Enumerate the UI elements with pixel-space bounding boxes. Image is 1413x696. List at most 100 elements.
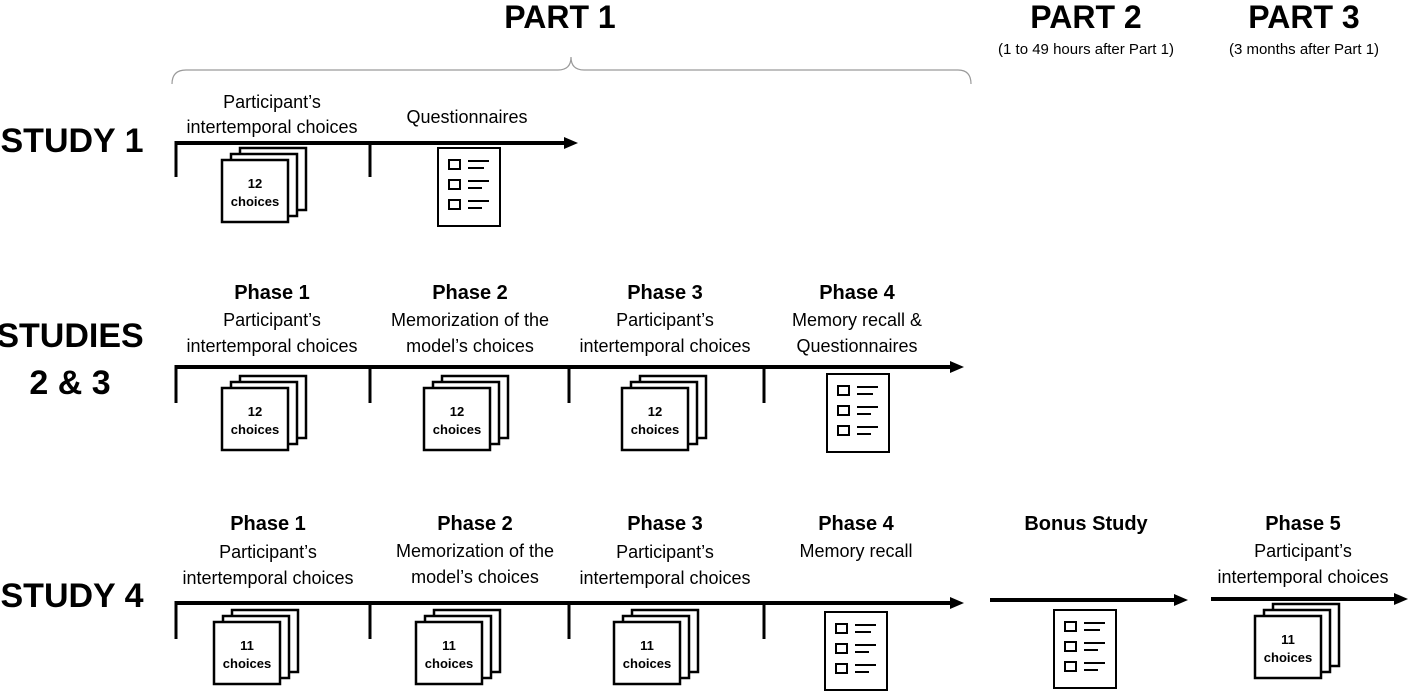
study-label: 2 & 3: [29, 364, 110, 402]
deck-unit: choices: [425, 656, 473, 671]
choice-card: [620, 386, 690, 452]
phase-segment: Participant’s intertemporal choices 12 choi…: [186, 92, 358, 224]
phase-description: Memorization of the: [396, 541, 554, 561]
choice-card: [1253, 614, 1323, 680]
phase-description: intertemporal choices: [186, 336, 357, 356]
phase-description: Participant’s: [1254, 541, 1352, 561]
checkbox-shape: [1064, 661, 1077, 672]
deck-count: 12: [248, 404, 262, 419]
questionnaire-document-icon: [437, 147, 501, 227]
study-label: STUDIES: [0, 317, 144, 355]
arrowhead-icon: [1394, 593, 1408, 605]
deck-unit: choices: [433, 422, 481, 437]
card-deck-icon: 12 choices: [220, 374, 308, 452]
phase-title: Bonus Study: [1024, 513, 1148, 535]
phase-description: intertemporal choices: [1217, 567, 1388, 587]
study-label: STUDY 1: [1, 122, 144, 160]
card-deck-icon: 12 choices: [620, 374, 708, 452]
checkbox-shape: [835, 623, 848, 634]
checkbox-shape: [837, 405, 850, 416]
deck-count: 11: [1281, 632, 1295, 647]
part-title: PART 3: [1248, 0, 1359, 35]
deck-count: 12: [248, 176, 262, 191]
part-subtitle: (1 to 49 hours after Part 1): [998, 41, 1174, 58]
phase-description: intertemporal choices: [579, 336, 750, 356]
deck-unit: choices: [231, 422, 279, 437]
questionnaire-document-icon: [1053, 609, 1117, 689]
part-headers: PART 1 PART 2 (1 to 49 hours after Part 1)…: [504, 0, 1379, 58]
deck-count: 12: [648, 404, 662, 419]
checkbox-shape: [1064, 621, 1077, 632]
choice-card: [414, 620, 484, 686]
deck-unit: choices: [223, 656, 271, 671]
phase-description: Questionnaires: [406, 107, 527, 127]
checkbox-shape: [837, 385, 850, 396]
part-header-3: PART 3(3 months after Part 1): [1229, 0, 1379, 58]
phase-description: Memory recall &: [792, 310, 922, 330]
deck-unit: choices: [231, 194, 279, 209]
arrowhead-icon: [950, 361, 964, 373]
phase-title: Phase 2: [432, 282, 508, 304]
card-deck-icon: 11 choices: [1253, 602, 1341, 680]
study-rows: STUDY 1 Participant’s intertemporal choice…: [0, 92, 1408, 691]
deck-count: 11: [240, 638, 254, 653]
deck-unit: choices: [631, 422, 679, 437]
choice-card: [220, 386, 290, 452]
phase-description: Participant’s: [616, 310, 714, 330]
phase-description: Participant’s: [219, 542, 317, 562]
deck-count: 12: [450, 404, 464, 419]
phase-title: Phase 5: [1265, 513, 1341, 535]
study-row-1: STUDY 1 Participant’s intertemporal choice…: [1, 92, 578, 227]
phase-segment: Phase 1 Participant’s intertemporal choice…: [186, 282, 358, 452]
phase-title: Phase 1: [230, 513, 306, 535]
questionnaire-document-icon: [824, 611, 888, 691]
phase-segment: Phase 4 Memory recall & Questionnaires: [792, 282, 922, 453]
phase-description: Questionnaires: [796, 336, 917, 356]
phase-description: model’s choices: [406, 336, 534, 356]
checkbox-shape: [448, 179, 461, 190]
deck-unit: choices: [623, 656, 671, 671]
choice-card: [612, 620, 682, 686]
part-title: PART 1: [504, 0, 615, 35]
phase-title: Phase 1: [234, 282, 310, 304]
checkbox-shape: [1064, 641, 1077, 652]
choice-card: [212, 620, 282, 686]
deck-unit: choices: [1264, 650, 1312, 665]
phase-segment: Bonus Study: [1024, 513, 1149, 689]
part-1-brace: [171, 56, 972, 85]
phase-title: Phase 3: [627, 282, 703, 304]
card-deck-icon: 12 choices: [220, 146, 308, 224]
phase-segment: Phase 3 Participant’s intertemporal choice…: [579, 282, 751, 452]
phase-description: intertemporal choices: [579, 568, 750, 588]
questionnaire-document-icon: [826, 373, 890, 453]
checkbox-shape: [448, 199, 461, 210]
choice-card: [422, 386, 492, 452]
card-deck-icon: 12 choices: [422, 374, 510, 452]
choice-card: [220, 158, 290, 224]
checkbox-shape: [835, 643, 848, 654]
phase-title: Phase 4: [819, 282, 895, 304]
phase-description: intertemporal choices: [186, 117, 357, 137]
phase-title: Phase 3: [627, 513, 703, 535]
phase-description: Participant’s: [616, 542, 714, 562]
checkbox-shape: [448, 159, 461, 170]
part-title: PART 2: [1030, 0, 1141, 35]
card-deck-icon: 11 choices: [212, 608, 300, 686]
phase-title: Phase 4: [818, 513, 894, 535]
phase-description: Participant’s: [223, 310, 321, 330]
checkbox-shape: [835, 663, 848, 674]
phase-title: Phase 2: [437, 513, 513, 535]
checkbox-shape: [837, 425, 850, 436]
study-row-2: STUDIES 2 & 3 Phase 1 Participant’s intertem…: [0, 282, 964, 453]
phase-segment: Phase 5 Participant’s intertemporal choice…: [1217, 513, 1389, 680]
phase-description: Participant’s: [223, 92, 321, 112]
deck-count: 11: [640, 638, 654, 653]
arrowhead-icon: [1174, 594, 1188, 606]
